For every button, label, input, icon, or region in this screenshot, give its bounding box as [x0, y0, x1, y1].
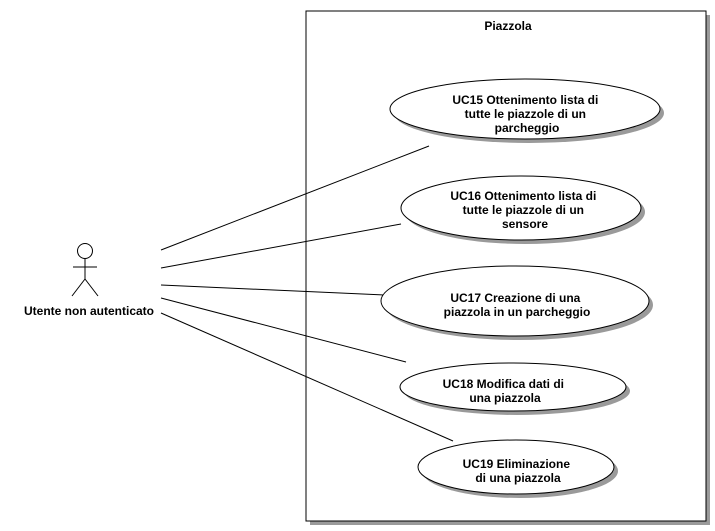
use-case-label: UC16 Ottenimento lista di tutte le piazz…	[450, 189, 599, 231]
use-case-label: UC18 Modifica dati di una piazzola	[443, 377, 568, 405]
use-case-uc19[interactable]: UC19 Eliminazione di una piazzola	[417, 439, 618, 498]
actor-leg-left	[71, 278, 86, 297]
use-case-uc16[interactable]: UC16 Ottenimento lista di tutte le piazz…	[400, 175, 645, 244]
association-uc16	[160, 223, 402, 269]
actor-label: Utente non autenticato	[24, 304, 154, 318]
system-title: Piazzola	[484, 19, 532, 33]
use-case-uc18[interactable]: UC18 Modifica dati di una piazzola	[399, 362, 630, 415]
use-case-uc17[interactable]: UC17 Creazione di una piazzola in un par…	[380, 265, 653, 340]
use-case-label: UC15 Ottenimento lista di tutte le piazz…	[452, 93, 601, 135]
association-uc17	[160, 284, 386, 296]
association-uc15	[160, 145, 430, 251]
actor[interactable]	[71, 243, 99, 297]
associations	[160, 145, 454, 442]
use-case-label: UC17 Creazione di una piazzola in un par…	[444, 291, 591, 319]
use-case-label: UC19 Eliminazione di una piazzola	[463, 457, 574, 485]
association-uc18	[160, 297, 407, 363]
actor-leg-right	[84, 278, 99, 297]
association-uc19	[160, 312, 454, 442]
use-case-uc15[interactable]: UC15 Ottenimento lista di tutte le piazz…	[389, 78, 664, 143]
actor-head	[77, 243, 93, 259]
